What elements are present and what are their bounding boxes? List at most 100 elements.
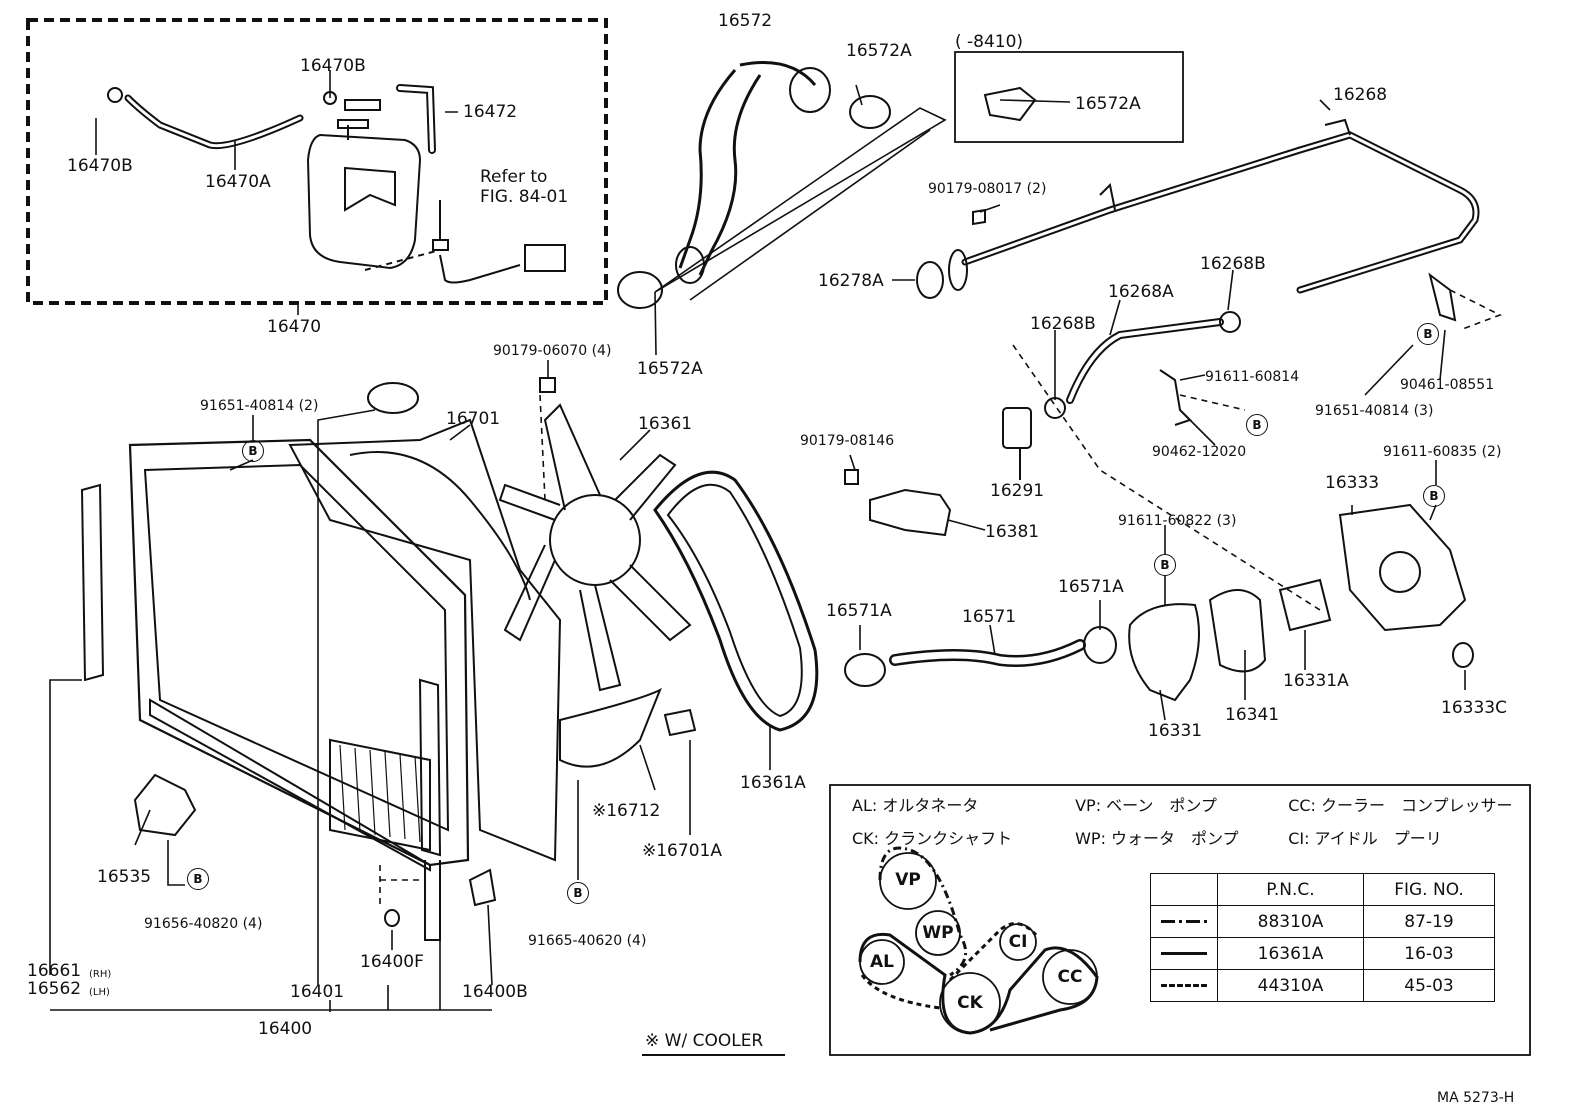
fan-shroud-16701	[288, 418, 562, 862]
marker-b: B	[242, 440, 264, 462]
pulley-cc-label: CC	[1057, 967, 1083, 987]
table-header-cell: FIG. NO.	[1363, 873, 1495, 906]
label-91651-40814-2: 91651-40814 (2)	[200, 398, 319, 414]
table-row: 44310A 45-03	[1150, 969, 1495, 1002]
legend-ci: CI: アイドル プーリ	[1288, 829, 1442, 848]
table-cell-fig: 16-03	[1363, 937, 1495, 970]
thermostat-16331A	[1278, 578, 1332, 632]
label-16291: 16291	[990, 481, 1045, 501]
upper-hose-16572	[678, 61, 817, 269]
label-lh: (LH)	[89, 987, 110, 998]
label-16701A: ※16701A	[642, 841, 722, 861]
label-fig-ref: FIG. 84-01	[480, 187, 569, 207]
label-16701: 16701	[446, 409, 501, 429]
table-header-row: P.N.C. FIG. NO.	[1150, 873, 1495, 906]
label-91665-40620: 91665-40620 (4)	[528, 933, 647, 949]
legend-row-2: CK: クランクシャフト WP: ウォータ ポンプ CI: アイドル プーリ	[852, 825, 1460, 849]
legend-cc: CC: クーラー コンプレッサー	[1288, 796, 1513, 815]
label-8410-range: ( -8410)	[955, 32, 1024, 52]
label-16571A-a: 16571A	[826, 601, 892, 621]
water-inlet-16333	[1338, 503, 1467, 632]
label-16661: 16661	[27, 961, 82, 981]
label-16333C: 16333C	[1441, 698, 1507, 718]
label-16472: 16472	[463, 102, 518, 122]
label-16400F: 16400F	[360, 952, 424, 972]
label-16361: 16361	[638, 414, 693, 434]
legend-ck: CK: クランクシャフト	[852, 829, 1013, 848]
idler-bracket-16381	[869, 488, 952, 537]
variant-box-8410	[954, 51, 1184, 143]
label-16562: 16562	[27, 979, 82, 999]
marker-b: B	[1417, 323, 1439, 345]
label-16333: 16333	[1325, 473, 1380, 493]
table-cell-pnc: 16361A	[1217, 937, 1364, 970]
label-16268B-a: 16268B	[1200, 254, 1266, 274]
label-91656-40820: 91656-40820 (4)	[144, 916, 263, 932]
reservoir-tank	[306, 99, 422, 270]
label-16331: 16331	[1148, 721, 1203, 741]
gasket-16341	[1208, 589, 1267, 673]
line-style-dash-dot	[1150, 905, 1218, 938]
label-16470B-b: 16470B	[67, 156, 133, 176]
legend-row-1: AL: オルタネータ VP: ベーン ポンプ CC: クーラー コンプレッサー	[852, 792, 1531, 816]
label-16268B-b: 16268B	[1030, 314, 1096, 334]
label-16331A: 16331A	[1283, 671, 1349, 691]
marker-b: B	[1423, 485, 1445, 507]
label-16571A-b: 16571A	[1058, 577, 1124, 597]
label-16470B-a: 16470B	[300, 56, 366, 76]
radiator-16400	[128, 438, 470, 872]
label-16278A: 16278A	[818, 271, 884, 291]
label-90462-12020: 90462-12020	[1152, 444, 1247, 460]
label-16268A: 16268A	[1108, 282, 1174, 302]
bracket-16535	[133, 773, 197, 837]
label-16572A-top: 16572A	[846, 41, 912, 61]
legend-al: AL: オルタネータ	[852, 796, 979, 815]
label-90179-06070: 90179-06070 (4)	[493, 343, 612, 359]
label-90179-08017: 90179-08017 (2)	[928, 181, 1047, 197]
label-91651-40814-3: 91651-40814 (3)	[1315, 403, 1434, 419]
label-w-cooler: ※ W/ COOLER	[645, 1031, 764, 1051]
label-16470: 16470	[267, 317, 322, 337]
label-91611-60822: 91611-60822 (3)	[1118, 513, 1237, 529]
label-16381: 16381	[985, 522, 1040, 542]
line-style-solid	[1150, 937, 1218, 970]
marker-b: B	[567, 882, 589, 904]
marker-b: B	[1246, 414, 1268, 436]
label-16401: 16401	[290, 982, 345, 1002]
label-16572A-low: 16572A	[637, 359, 703, 379]
label-16341: 16341	[1225, 705, 1280, 725]
pulley-ci-label: CI	[1008, 932, 1028, 952]
belt-routing-diagram	[858, 846, 1099, 1035]
table-row: 88310A 87-19	[1150, 905, 1495, 938]
water-outlet-16331	[1128, 603, 1200, 702]
label-ma-code: MA 5273-H	[1437, 1090, 1515, 1106]
legend-vp: VP: ベーン ポンプ	[1075, 796, 1217, 815]
belt-reference-table: P.N.C. FIG. NO. 88310A 87-19 16361A 16-0…	[1150, 873, 1495, 1002]
label-91611-60814: 91611-60814	[1205, 369, 1300, 385]
table-header-cell: P.N.C.	[1217, 873, 1364, 906]
label-16572: 16572	[718, 11, 773, 31]
label-16470A: 16470A	[205, 172, 271, 192]
label-rh: (RH)	[89, 969, 112, 980]
label-16712: ※16712	[592, 801, 661, 821]
legend-box	[829, 784, 1531, 1056]
reservoir-group-box	[26, 18, 608, 305]
label-16361A: 16361A	[740, 773, 806, 793]
cooling-fan-16361	[498, 403, 692, 692]
legend-wp: WP: ウォータ ポンプ	[1075, 829, 1239, 848]
table-cell-fig: 87-19	[1363, 905, 1495, 938]
pulley-ck-label: CK	[957, 993, 983, 1013]
pulley-wp-label: WP	[922, 923, 954, 943]
pulley-vp-label: VP	[895, 870, 921, 890]
label-90461-08551: 90461-08551	[1400, 377, 1495, 393]
table-cell-pnc: 88310A	[1217, 905, 1364, 938]
marker-b: B	[1154, 554, 1176, 576]
pulley-al-label: AL	[870, 952, 894, 972]
label-refer-to: Refer to	[480, 167, 548, 187]
label-16400B: 16400B	[462, 982, 528, 1002]
drive-belt-16361A	[653, 470, 819, 732]
radiator-cap-16401	[367, 382, 419, 414]
table-cell-fig: 45-03	[1363, 969, 1495, 1002]
label-16268: 16268	[1333, 85, 1388, 105]
